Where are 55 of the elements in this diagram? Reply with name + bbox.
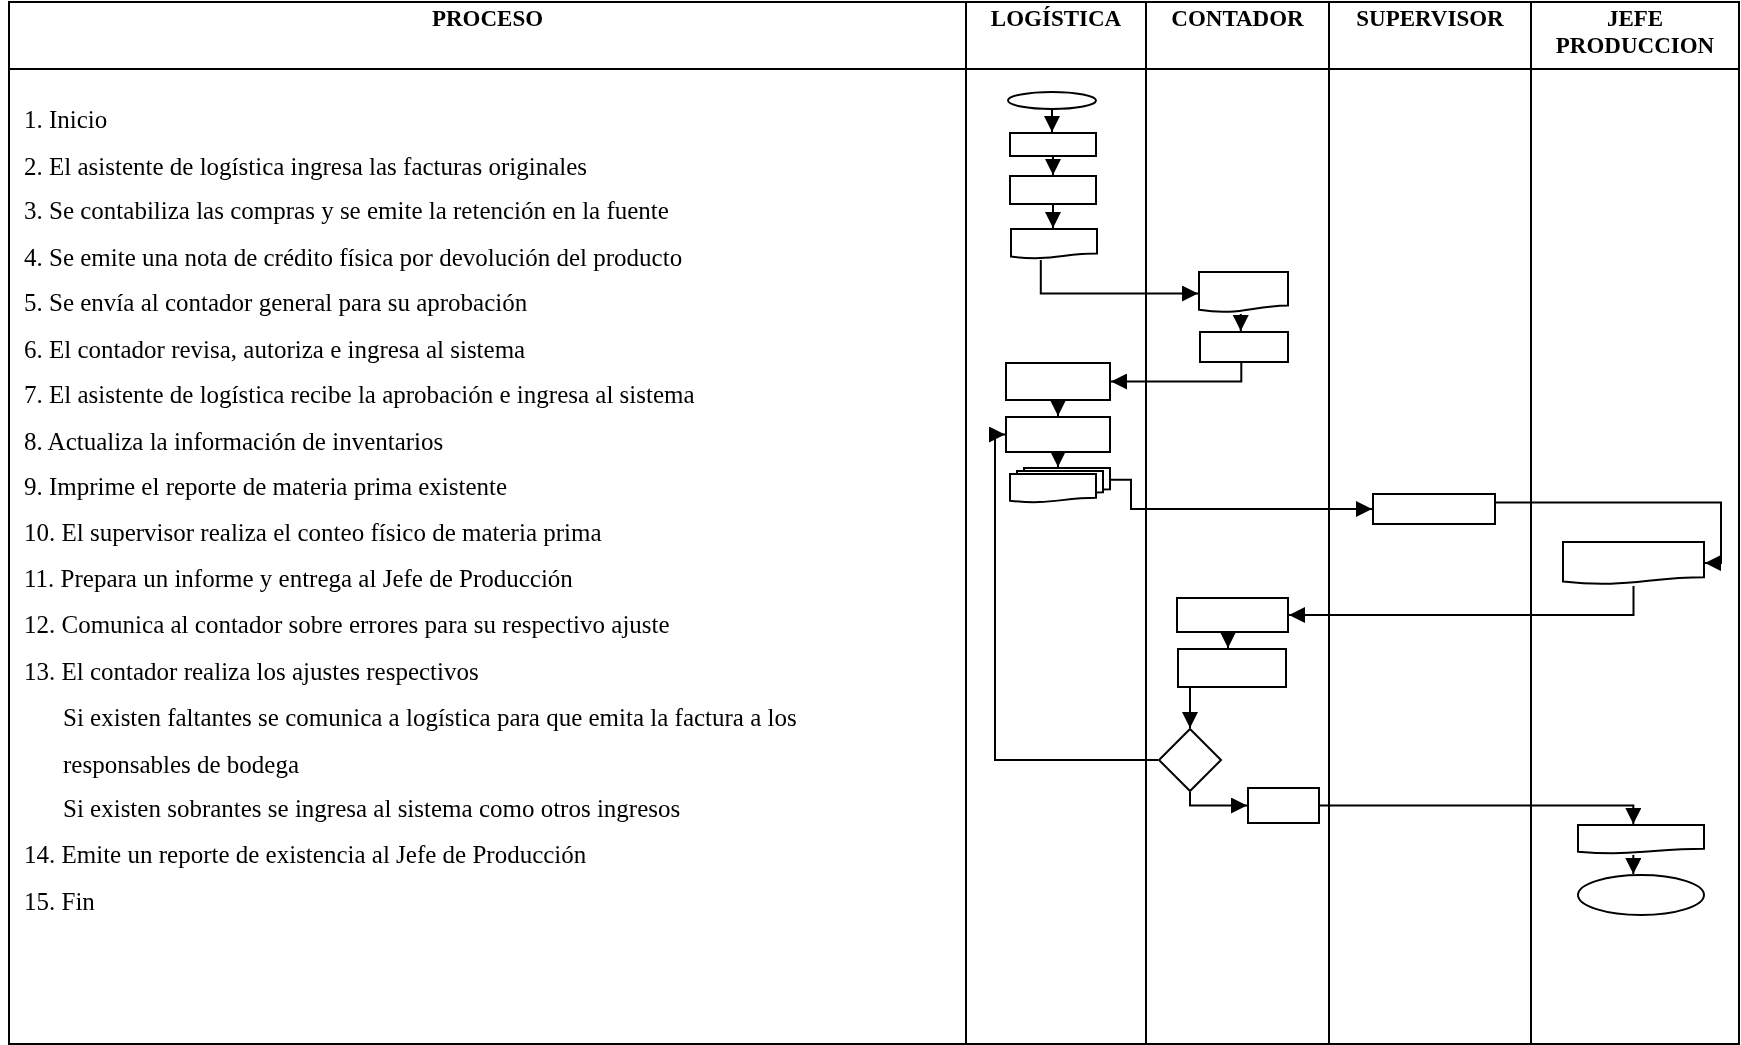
arrow — [1319, 804, 1642, 825]
arrow — [1182, 687, 1198, 729]
terminal-ellipse — [1007, 91, 1097, 110]
process-step-text: 5. Se envía al contador general para su aprobación — [24, 288, 528, 318]
column-header: LOGÍSTICA — [989, 5, 1123, 32]
process-step-text: 14. Emite un reporte de existencia al Jefe de Producción — [24, 840, 587, 870]
process-step-text: 8. Actualiza la información de inventarios — [24, 427, 444, 457]
arrow — [1045, 204, 1061, 229]
process-step-text: 1. Inicio — [24, 105, 108, 135]
process-step-text: 7. El asistente de logística recibe la aprobación e ingresa al sistema — [24, 380, 695, 410]
arrow — [1110, 362, 1243, 390]
process-box — [1005, 416, 1111, 453]
document-shape — [1198, 271, 1289, 316]
process-step-text: 11. Prepara un informe y entrega al Jefe de Producción — [24, 564, 573, 594]
process-step-text: Si existen sobrantes se ingresa al sistema como otros ingresos — [63, 794, 681, 824]
process-step-text: 3. Se contabiliza las compras y se emite la retención en la fuente — [24, 196, 669, 226]
process-box — [1247, 787, 1320, 824]
column-header: JEFE PRODUCCION — [1554, 5, 1716, 59]
process-step-text: 10. El supervisor realiza el conteo físico de materia prima — [24, 518, 602, 548]
document-shape — [1562, 541, 1705, 588]
process-box — [1199, 331, 1289, 363]
arrow — [1110, 478, 1373, 517]
process-box — [1372, 493, 1496, 525]
arrow — [1045, 156, 1061, 176]
process-box — [1176, 597, 1289, 633]
process-box — [1177, 648, 1287, 688]
arrow — [1232, 313, 1249, 332]
document-shape — [1577, 824, 1705, 857]
terminal-ellipse — [1577, 874, 1705, 916]
process-box — [1005, 362, 1111, 401]
process-step-text: 9. Imprime el reporte de materia prima existente — [24, 472, 508, 502]
document-shape — [1010, 228, 1098, 262]
decision-diamond — [1158, 728, 1222, 792]
arrow — [1220, 632, 1236, 649]
arrow — [1050, 400, 1066, 417]
process-step-text: 12. Comunica al contador sobre errores para su respectivo ajuste — [24, 610, 670, 640]
process-step-text: 13. El contador realiza los ajustes respectivos — [24, 657, 479, 687]
process-step-text: 2. El asistente de logística ingresa las facturas originales — [24, 152, 587, 182]
arrow — [1625, 854, 1642, 875]
column-header: SUPERVISOR — [1355, 5, 1505, 32]
arrow — [1288, 585, 1635, 623]
process-step-text: Si existen faltantes se comunica a logística para que emita la factura a los responsables de bodega — [63, 703, 798, 780]
arrow — [1044, 109, 1060, 133]
column-header: PROCESO — [430, 5, 545, 32]
process-step-text: 15. Fin — [24, 887, 95, 917]
arrow — [1039, 259, 1199, 302]
process-box — [1009, 175, 1097, 205]
arrow — [1495, 501, 1722, 572]
arrow — [989, 426, 1159, 761]
arrow — [1189, 791, 1248, 814]
process-step-text: 4. Se emite una nota de crédito física por devolución del producto — [24, 243, 683, 273]
column-header: CONTADOR — [1170, 5, 1305, 32]
process-box — [1009, 132, 1097, 157]
process-step-text: 6. El contador revisa, autoriza e ingresa al sistema — [24, 335, 526, 365]
arrow — [1050, 451, 1066, 468]
